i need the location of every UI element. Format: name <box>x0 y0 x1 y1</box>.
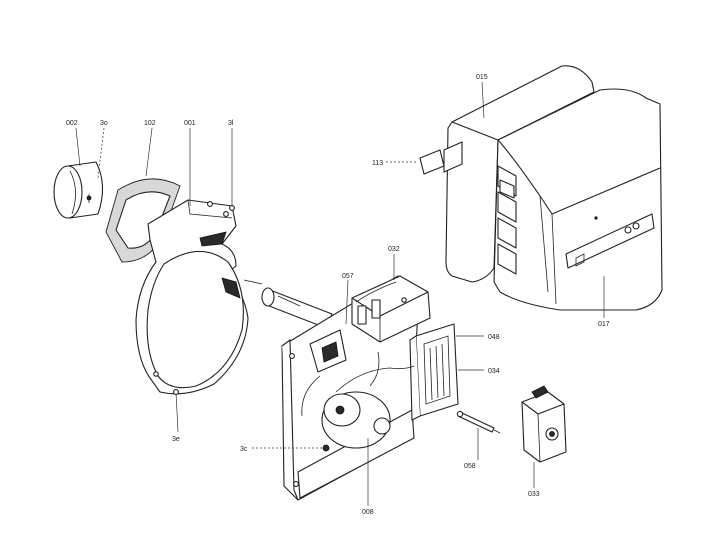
label-3l: 3l <box>228 120 234 127</box>
part-102-gasket <box>105 178 181 263</box>
part-033-small-cover <box>521 385 567 463</box>
label-001: 001 <box>184 120 196 127</box>
label-032: 032 <box>388 246 400 253</box>
screw-3o <box>97 127 105 179</box>
part-labels: 002 3o 102 001 3l 015 113 032 057 048 03… <box>66 74 610 516</box>
part-001-housing <box>135 199 249 395</box>
label-002: 002 <box>66 120 78 127</box>
label-057: 057 <box>342 273 354 280</box>
label-102: 102 <box>144 120 156 127</box>
label-017: 017 <box>598 321 610 328</box>
label-3c: 3c <box>240 446 248 453</box>
part-mounting-plate-assembly <box>281 275 459 501</box>
screw-3l <box>229 128 235 211</box>
label-033: 033 <box>528 491 540 498</box>
label-008: 008 <box>362 509 374 516</box>
label-048: 048 <box>488 334 500 341</box>
leader-lines <box>75 81 605 506</box>
part-002-intake-cap <box>53 161 104 219</box>
label-034: 034 <box>488 368 500 375</box>
label-3e: 3e <box>172 436 180 443</box>
part-113-plate <box>419 149 445 175</box>
label-3o: 3o <box>100 120 108 127</box>
part-017-main-cover <box>493 88 663 311</box>
screw-3e <box>173 389 179 433</box>
label-113: 113 <box>372 160 383 167</box>
label-015: 015 <box>476 74 488 81</box>
label-058: 058 <box>464 463 476 470</box>
part-058-electrode <box>456 410 501 434</box>
part-nozzle-tube <box>243 279 333 329</box>
